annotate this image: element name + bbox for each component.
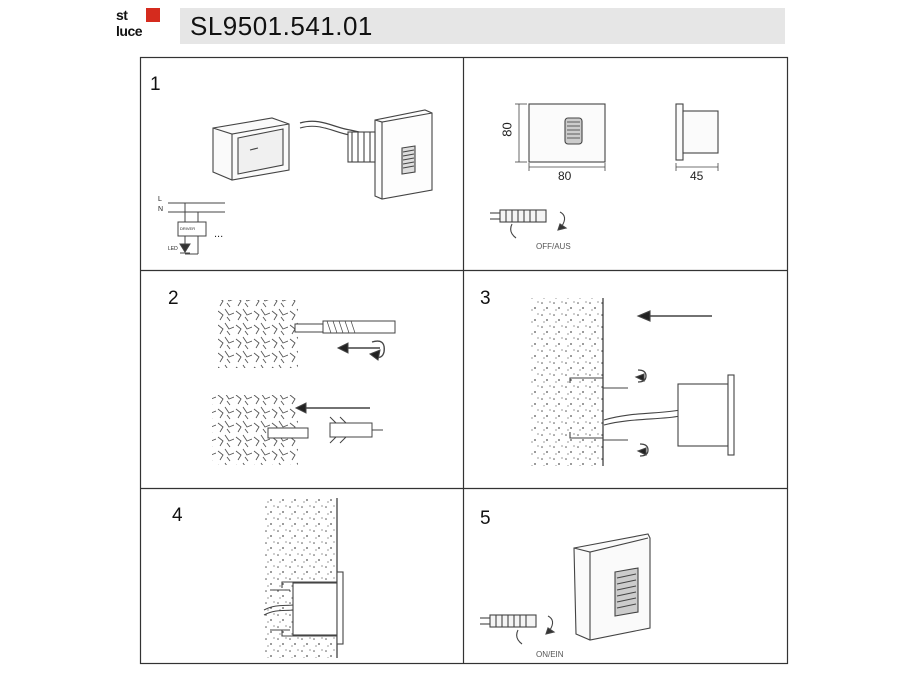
model-number: SL9501.541.01 [190, 11, 373, 41]
wire-label-l: L [158, 196, 162, 203]
brand-logo: st luce [116, 6, 178, 46]
switch-label-off: OFF/AUS [536, 242, 571, 251]
wiring-diagram [168, 202, 225, 255]
more-leds-dots: ... [214, 228, 224, 240]
led-label: LED [168, 246, 178, 252]
header-bar [180, 8, 785, 44]
driver-label: DRIVER [180, 226, 196, 231]
switch-label-on: ON/EIN [536, 650, 564, 659]
mounting-box-drawing [212, 117, 290, 181]
dimension-depth: 45 [690, 169, 704, 183]
lamp-perspective-drawing [347, 109, 433, 200]
step-number-5: 5 [480, 508, 491, 529]
step-number-4: 4 [172, 505, 183, 526]
brand-logo-line1: st [116, 7, 128, 23]
step-number-1: 1 [150, 74, 161, 95]
dimension-width: 80 [558, 169, 572, 183]
wire-label-n: N [158, 206, 164, 213]
step-number-2: 2 [168, 288, 179, 309]
brand-logo-line2: luce [116, 23, 143, 39]
step-number-3: 3 [480, 288, 491, 309]
brand-logo-mark [146, 8, 160, 22]
